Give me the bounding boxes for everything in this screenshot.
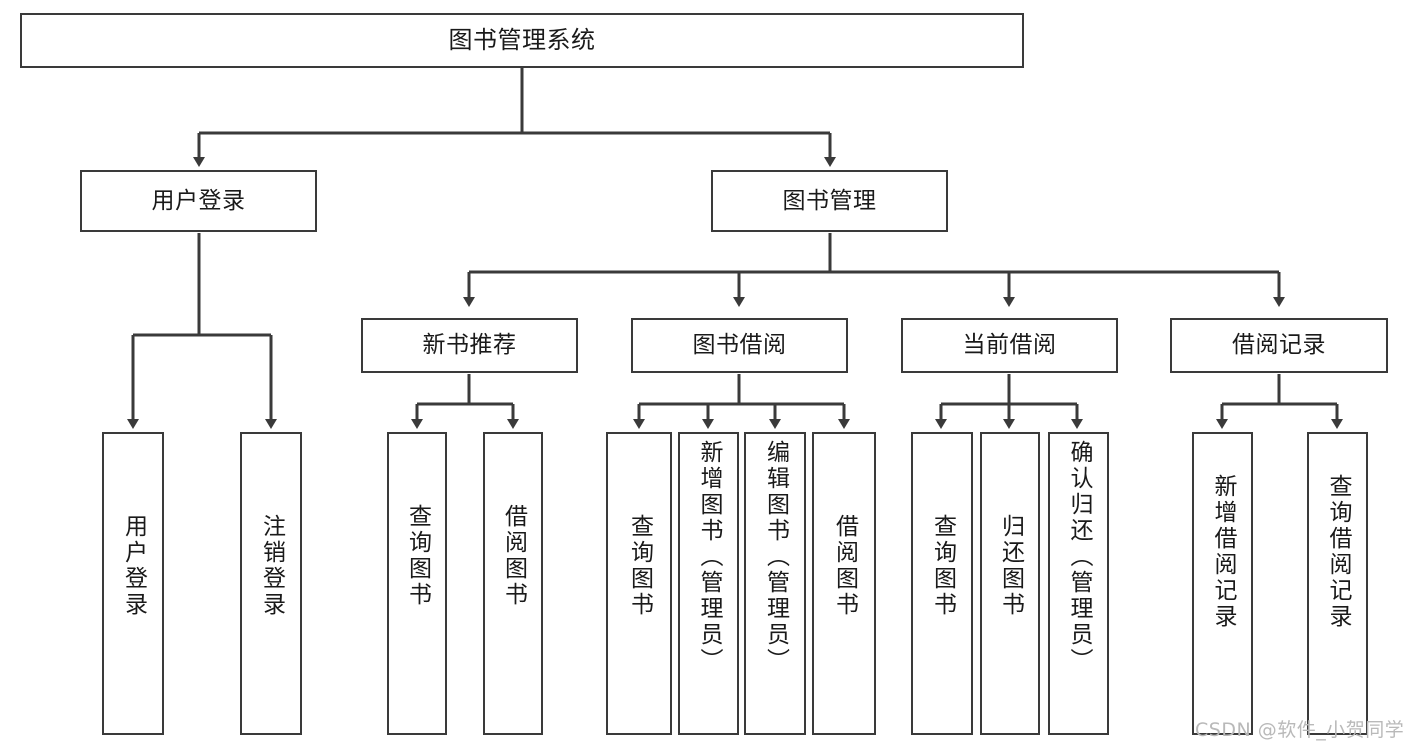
- node-label: 注销登录: [258, 514, 285, 618]
- leaf-return-book[interactable]: 归还图书: [980, 432, 1040, 735]
- node-root-system[interactable]: 图书管理系统: [20, 13, 1024, 68]
- leaf-user-login[interactable]: 用户登录: [102, 432, 164, 735]
- node-label: 用户登录: [151, 187, 246, 214]
- node-label: 用户登录: [120, 514, 147, 618]
- leaf-logout[interactable]: 注销登录: [240, 432, 302, 735]
- node-label: 图书管理系统: [448, 25, 596, 54]
- node-borrow-record[interactable]: 借阅记录: [1170, 318, 1388, 373]
- node-label: 借阅记录: [1232, 332, 1326, 359]
- leaf-add-book-admin[interactable]: 新增图书（管理员）: [678, 432, 739, 735]
- node-label: 查询借阅记录: [1325, 474, 1351, 630]
- node-label: 查询图书: [626, 514, 653, 618]
- node-user-login[interactable]: 用户登录: [80, 170, 317, 232]
- node-label: 新书推荐: [422, 332, 517, 359]
- leaf-edit-book-admin[interactable]: 编辑图书（管理员）: [744, 432, 806, 735]
- node-label: 当前借阅: [962, 332, 1057, 359]
- leaf-query-borrow-record[interactable]: 查询借阅记录: [1307, 432, 1368, 735]
- node-new-book-recommend[interactable]: 新书推荐: [361, 318, 578, 373]
- node-book-borrow[interactable]: 图书借阅: [631, 318, 848, 373]
- leaf-add-borrow-record[interactable]: 新增借阅记录: [1192, 432, 1253, 735]
- node-book-management[interactable]: 图书管理: [711, 170, 948, 232]
- node-label: 编辑图书（管理员）: [762, 440, 789, 674]
- watermark-text: CSDN @软件_小贺同学: [1195, 719, 1405, 741]
- node-current-borrow[interactable]: 当前借阅: [901, 318, 1118, 373]
- node-label: 查询图书: [404, 504, 431, 608]
- node-label: 确认归还（管理员）: [1066, 440, 1092, 674]
- leaf-query-book-borrow[interactable]: 查询图书: [606, 432, 672, 735]
- node-label: 新增借阅记录: [1210, 474, 1236, 630]
- node-label: 查询图书: [929, 514, 956, 618]
- node-label: 新增图书（管理员）: [696, 440, 722, 674]
- leaf-borrow-book-recommend[interactable]: 借阅图书: [483, 432, 543, 735]
- leaf-query-book-recommend[interactable]: 查询图书: [387, 432, 447, 735]
- node-label: 图书管理: [782, 187, 877, 214]
- leaf-confirm-return-admin[interactable]: 确认归还（管理员）: [1048, 432, 1109, 735]
- leaf-borrow-book[interactable]: 借阅图书: [812, 432, 876, 735]
- node-label: 归还图书: [997, 514, 1024, 618]
- node-label: 图书借阅: [692, 332, 787, 359]
- node-label: 借阅图书: [831, 514, 858, 618]
- leaf-query-book-current[interactable]: 查询图书: [911, 432, 973, 735]
- node-label: 借阅图书: [500, 504, 527, 608]
